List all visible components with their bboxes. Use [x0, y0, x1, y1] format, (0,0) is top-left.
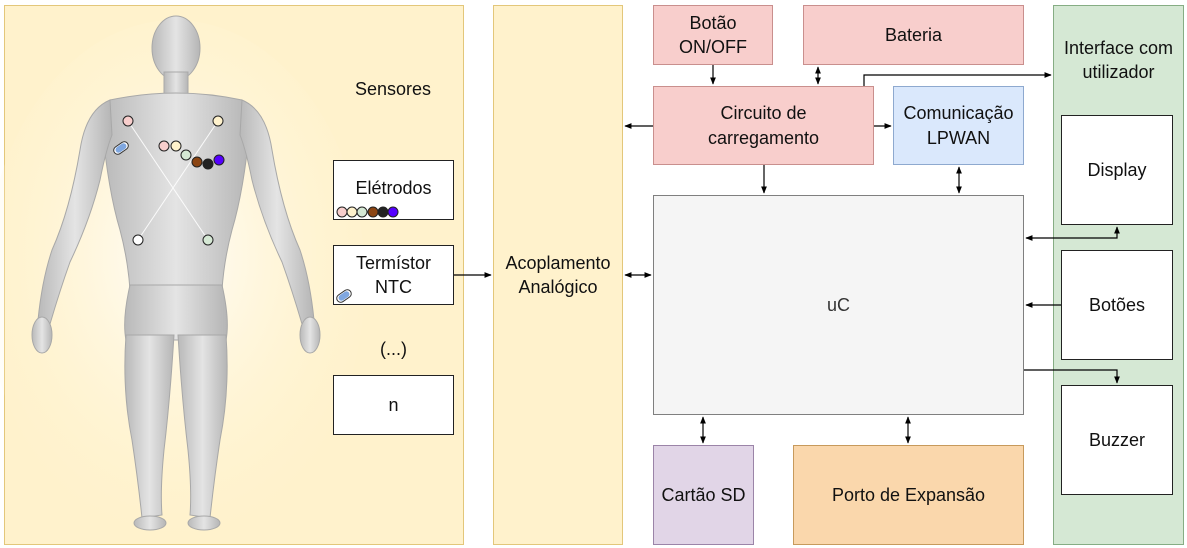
microcontroller-block: uC: [653, 195, 1024, 415]
thermistor-box-pill-icon: [336, 289, 352, 303]
onoff-button-block: Botão ON/OFF: [653, 5, 773, 65]
arrow-uc-to-buzzer: [1024, 369, 1120, 384]
buzzer-label: Buzzer: [1088, 429, 1146, 450]
sensor-n-box: n: [333, 375, 454, 435]
buttons-block: Botões: [1061, 250, 1173, 360]
electrode-marker: [170, 140, 182, 152]
display-block: Display: [1061, 115, 1173, 225]
battery-block: Bateria: [803, 5, 1024, 65]
electrode-marker: [202, 158, 214, 170]
electrode-marker: [132, 234, 144, 246]
sd-card-block: Cartão SD: [653, 445, 754, 545]
sensor-n-label: n: [388, 394, 399, 415]
microcontroller-label: uC: [826, 294, 850, 315]
analog-coupling-block: Acoplamento Analógico: [493, 5, 623, 545]
electrode-marker: [213, 154, 225, 166]
human-body-figure: [0, 15, 365, 540]
thermistor-label: Termístor NTC: [355, 252, 431, 297]
expansion-port-label: Porto de Expansão: [831, 484, 986, 505]
analog-coupling-label: Acoplamento Analógico: [505, 252, 611, 297]
charging-circuit-block: Circuito de carregamento: [653, 86, 874, 165]
electrode-marker: [191, 156, 203, 168]
lpwan-comm-label: Comunicação LPWAN: [903, 103, 1014, 148]
electrode-marker: [202, 234, 214, 246]
charging-circuit-label: Circuito de carregamento: [707, 103, 820, 148]
buzzer-block: Buzzer: [1061, 385, 1173, 495]
user-interface-title: Interface com utilizador: [1063, 38, 1174, 83]
arrow-uc-display: [1025, 226, 1120, 241]
thermistor-box: Termístor NTC: [333, 245, 454, 305]
sensors-title: Sensores: [354, 79, 432, 99]
electrodes-color-dots: [336, 206, 399, 218]
electrode-marker: [122, 115, 134, 127]
sensors-ellipsis: (...): [380, 339, 407, 359]
buttons-label: Botões: [1088, 294, 1146, 315]
thermistor-pill-icon: [113, 141, 129, 155]
electrodes-label: Elétrodos: [355, 177, 432, 198]
display-label: Display: [1087, 159, 1147, 180]
electrode-marker: [180, 149, 192, 161]
arrow-charging-to-ui: [863, 72, 1052, 86]
onoff-button-label: Botão ON/OFF: [679, 12, 747, 57]
sd-card-label: Cartão SD: [661, 484, 746, 505]
electrode-marker: [212, 115, 224, 127]
lpwan-comm-block: Comunicação LPWAN: [893, 86, 1024, 165]
expansion-port-block: Porto de Expansão: [793, 445, 1024, 545]
electrode-marker: [158, 140, 170, 152]
battery-label: Bateria: [884, 24, 943, 45]
